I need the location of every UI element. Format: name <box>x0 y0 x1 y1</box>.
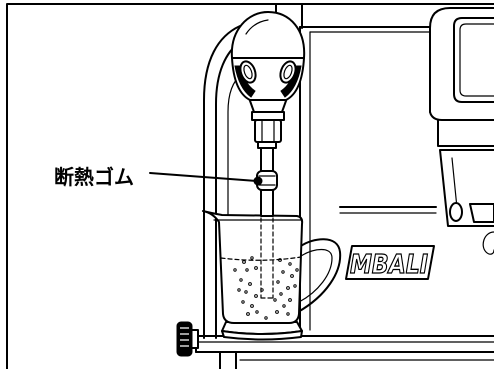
brand-logo-text: MBALI <box>350 250 428 280</box>
display-screen-inner <box>459 23 494 97</box>
foam-bubble <box>246 312 250 316</box>
foam-bubble <box>239 278 243 282</box>
foam-bubble <box>250 256 254 260</box>
drip-tray <box>176 321 494 369</box>
foam-bubble <box>273 298 277 302</box>
foam-bubble <box>254 294 258 298</box>
wand-fitting-detail <box>261 119 275 143</box>
pipe-back-line <box>227 73 243 216</box>
foam-bubble <box>278 258 282 262</box>
foam-bubble <box>295 268 299 272</box>
foam-bubble <box>293 284 297 288</box>
foam-bubble <box>255 310 259 314</box>
milk-surface <box>220 256 302 261</box>
foam-bubble <box>288 298 292 302</box>
foam-bubble <box>241 300 245 304</box>
brand-sign: MBALI <box>345 231 494 281</box>
machine-leg <box>219 351 237 369</box>
knob-slot-left-inner <box>243 64 253 80</box>
milk-foam <box>233 256 299 320</box>
figure-frame <box>6 3 494 369</box>
display-screen-outer <box>453 17 494 103</box>
callout: 断熱ゴム <box>54 165 263 189</box>
control-switch <box>469 203 494 223</box>
callout-leader-line <box>149 172 258 182</box>
display-bracket <box>437 119 494 147</box>
knob-nut <box>251 111 285 121</box>
foam-bubble <box>281 270 285 274</box>
callout-label: 断熱ゴム <box>54 165 134 189</box>
knob-dome-highlight <box>245 19 269 35</box>
wand-fitting <box>254 119 282 143</box>
milk-pitcher <box>202 210 342 341</box>
pitcher-handle-outer <box>297 238 342 313</box>
pitcher-body <box>202 210 304 324</box>
steam-knob-assembly <box>230 11 306 149</box>
foam-bubble <box>279 292 283 296</box>
foam-bubble <box>275 310 279 314</box>
foam-bubble <box>254 266 258 270</box>
display-panel <box>429 7 494 227</box>
foam-bubble <box>248 282 252 286</box>
foam-bubble <box>288 262 292 266</box>
brand-sign-plate <box>345 245 435 280</box>
foam-bubble <box>237 288 241 292</box>
foam-bubble <box>245 268 249 272</box>
pitcher-handle-inner <box>298 248 333 303</box>
display-housing-bottom <box>429 111 494 121</box>
drip-tray-knob-ridges <box>180 327 189 347</box>
wand-ring <box>257 141 277 149</box>
display-housing <box>429 7 494 113</box>
foam-bubble <box>290 274 294 278</box>
pitcher-rest-base <box>221 330 303 341</box>
foam-bubble <box>286 312 290 316</box>
foam-bubble <box>242 260 246 264</box>
foam-bubble <box>276 280 280 284</box>
callout-leader-dot <box>253 176 263 186</box>
foam-bubble <box>286 286 290 290</box>
knob-slot-right-inner <box>283 64 293 80</box>
foam-bubble <box>282 304 286 308</box>
control-panel-edge <box>439 149 494 227</box>
insulating-rubber-band <box>258 175 276 186</box>
steam-wand-submerged <box>260 217 274 299</box>
brand-script-mark <box>482 231 494 255</box>
foam-bubble <box>250 304 254 308</box>
foam-bubble <box>244 290 248 294</box>
knob-dome <box>230 11 306 59</box>
control-button <box>449 202 463 222</box>
drip-tray-knob <box>176 321 193 357</box>
foam-bubble <box>264 316 268 320</box>
pipe-outer-line <box>203 25 241 339</box>
foam-bubble <box>233 268 237 272</box>
